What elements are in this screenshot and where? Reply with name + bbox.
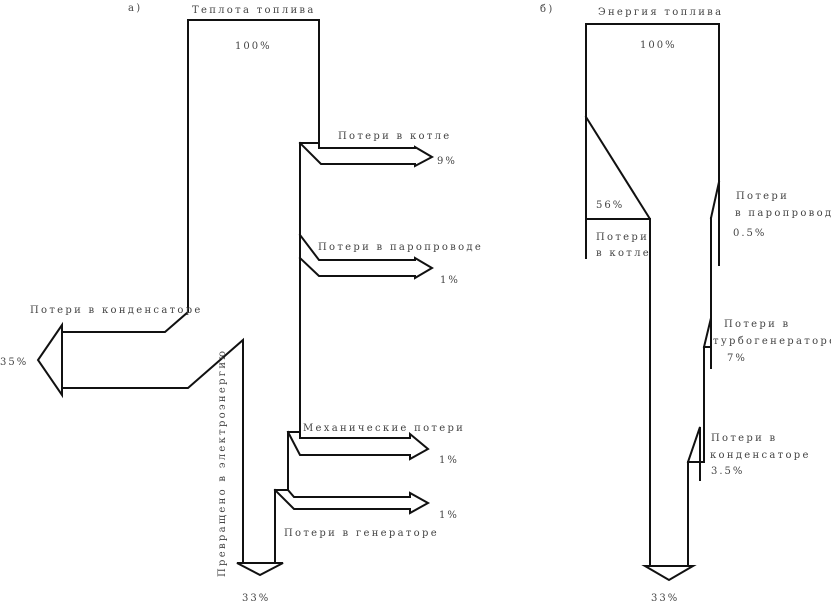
a-pipeline-loss-arrow (298, 233, 434, 280)
b-condenser-loss-wedge (686, 426, 701, 481)
b-turbogen-loss-percent: 7% (727, 353, 747, 364)
a-boiler-loss-label: Потери в котле (338, 131, 452, 142)
a-condenser-loss-arrowhead (36, 321, 63, 399)
a-output-arrowhead (236, 562, 284, 577)
a-generator-loss-arrow (273, 488, 431, 515)
a-panel-label: а) (128, 3, 142, 14)
a-generator-loss-label: Потери в генераторе (284, 528, 439, 539)
a-main-flow-outline (61, 19, 320, 564)
b-boiler-loss-percent: 56% (596, 200, 624, 211)
b-condenser-loss-label-line2: конденсаторе (710, 450, 811, 461)
b-output-arrowhead (641, 565, 697, 582)
a-mechanical-loss-arrow (286, 424, 430, 461)
a-generator-loss-percent: 1% (439, 510, 459, 521)
b-pipeline-loss-wedge (709, 180, 721, 220)
diagram-b: б) Энергия топлива 100% 56% Потери в кот… (540, 4, 831, 602)
a-converted-label: Превращено в электроэнергию (217, 349, 228, 577)
b-condenser-loss-percent: 3.5% (711, 466, 744, 477)
a-condenser-loss-label: Потери в конденсаторе (30, 305, 203, 316)
b-turbogen-loss-label-line2: турбогенераторе (713, 336, 831, 347)
a-input-percent: 100% (235, 41, 272, 52)
b-panel-label: б) (540, 4, 555, 15)
b-turbogen-loss-label-line1: Потери в (724, 319, 790, 330)
a-pipeline-loss-percent: 1% (440, 275, 460, 286)
a-boiler-loss-percent: 9% (437, 156, 457, 167)
b-output-percent: 33% (651, 593, 679, 602)
b-input-percent: 100% (640, 40, 677, 51)
b-condenser-loss-label-line1: Потери в (711, 433, 777, 444)
b-boiler-loss-label-line1: Потери (596, 232, 649, 243)
a-boiler-loss-arrow (298, 141, 435, 168)
b-pipeline-loss-label-line2: в паропроводе (735, 208, 831, 219)
a-pipeline-loss-label: Потери в паропроводе (318, 242, 483, 253)
b-pipeline-loss-percent: 0.5% (733, 228, 766, 239)
b-turbogen-loss-wedge (702, 317, 712, 369)
diagram-a: а) Теплота топлива 100% Потери в котле 9… (0, 3, 483, 602)
b-pipeline-loss-label-line1: Потери (736, 191, 789, 202)
a-title: Теплота топлива (192, 5, 316, 16)
b-boiler-loss-label-line2: в котле (596, 248, 651, 259)
b-main-flow-outline (584, 23, 720, 567)
b-title: Энергия топлива (598, 7, 723, 18)
a-condenser-loss-percent: 35% (0, 357, 28, 368)
a-mechanical-loss-label: Механические потери (303, 423, 465, 434)
a-output-percent: 33% (242, 593, 270, 602)
a-mechanical-loss-percent: 1% (439, 455, 459, 466)
